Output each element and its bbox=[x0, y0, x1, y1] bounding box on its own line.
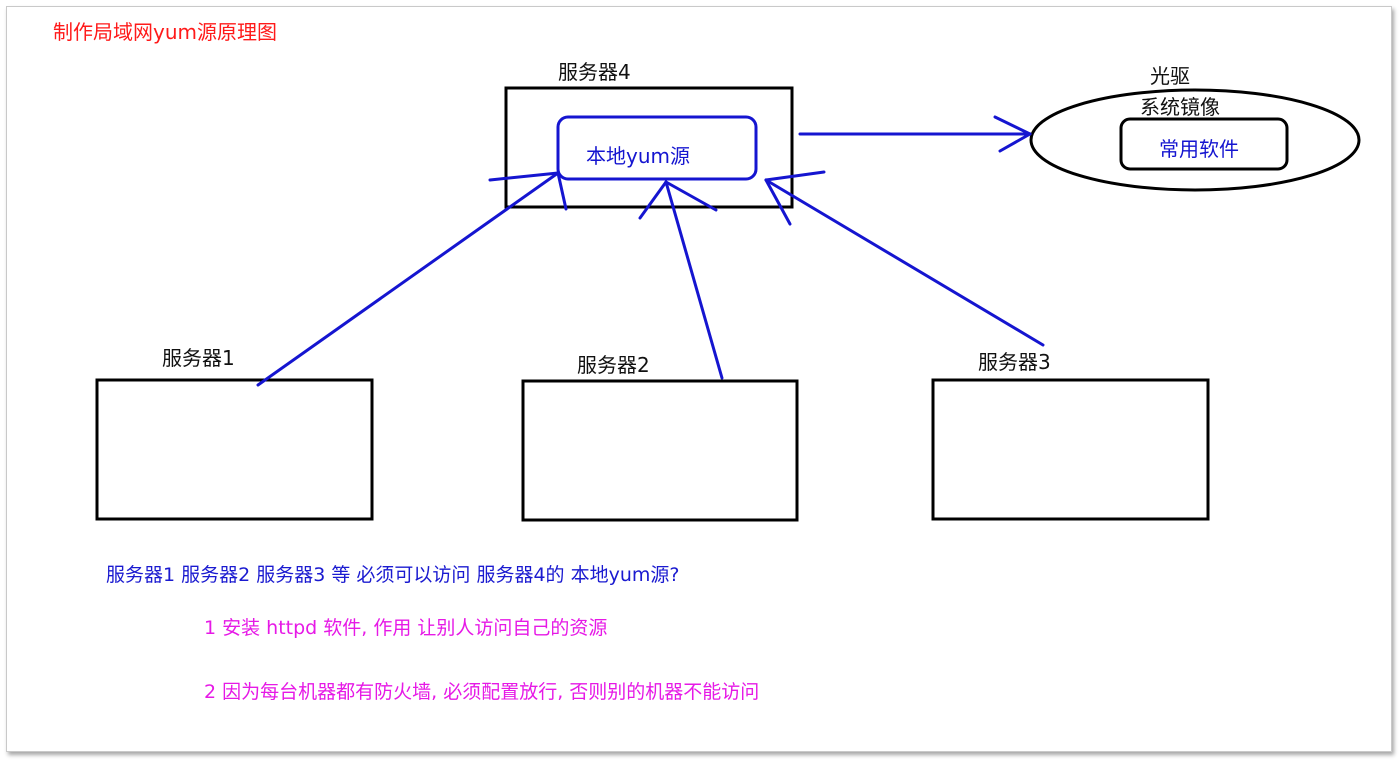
arrow-server3-to-yum bbox=[764, 170, 1045, 347]
local-yum-source-label: 本地yum源 bbox=[586, 144, 690, 168]
server4-label: 服务器4 bbox=[558, 60, 631, 84]
server3-box bbox=[931, 378, 1210, 521]
cdrom-label: 光驱 bbox=[1150, 64, 1190, 88]
local-yum-source-box bbox=[556, 115, 758, 181]
access-question: 服务器1 服务器2 服务器3 等 必须可以访问 服务器4的 本地yum源? bbox=[106, 564, 680, 586]
common-software-label: 常用软件 bbox=[1159, 137, 1239, 161]
server1-box bbox=[95, 378, 374, 521]
arrow-server1-to-yum bbox=[256, 171, 568, 387]
common-software-box bbox=[1119, 117, 1289, 171]
system-image-label: 系统镜像 bbox=[1140, 95, 1220, 119]
arrow-server4-to-cdrom bbox=[798, 115, 1032, 153]
server1-label: 服务器1 bbox=[162, 346, 235, 370]
diagram-title: 制作局域网yum源原理图 bbox=[53, 20, 277, 44]
arrow-server2-to-yum bbox=[638, 180, 724, 380]
server2-box bbox=[521, 379, 799, 522]
server2-label: 服务器2 bbox=[577, 353, 650, 377]
step2-note: 2 因为每台机器都有防火墙, 必须配置放行, 否则别的机器不能访问 bbox=[204, 681, 760, 703]
server3-label: 服务器3 bbox=[978, 350, 1051, 374]
step1-note: 1 安装 httpd 软件, 作用 让别人访问自己的资源 bbox=[204, 617, 608, 639]
cdrom-ellipse bbox=[1029, 88, 1361, 192]
